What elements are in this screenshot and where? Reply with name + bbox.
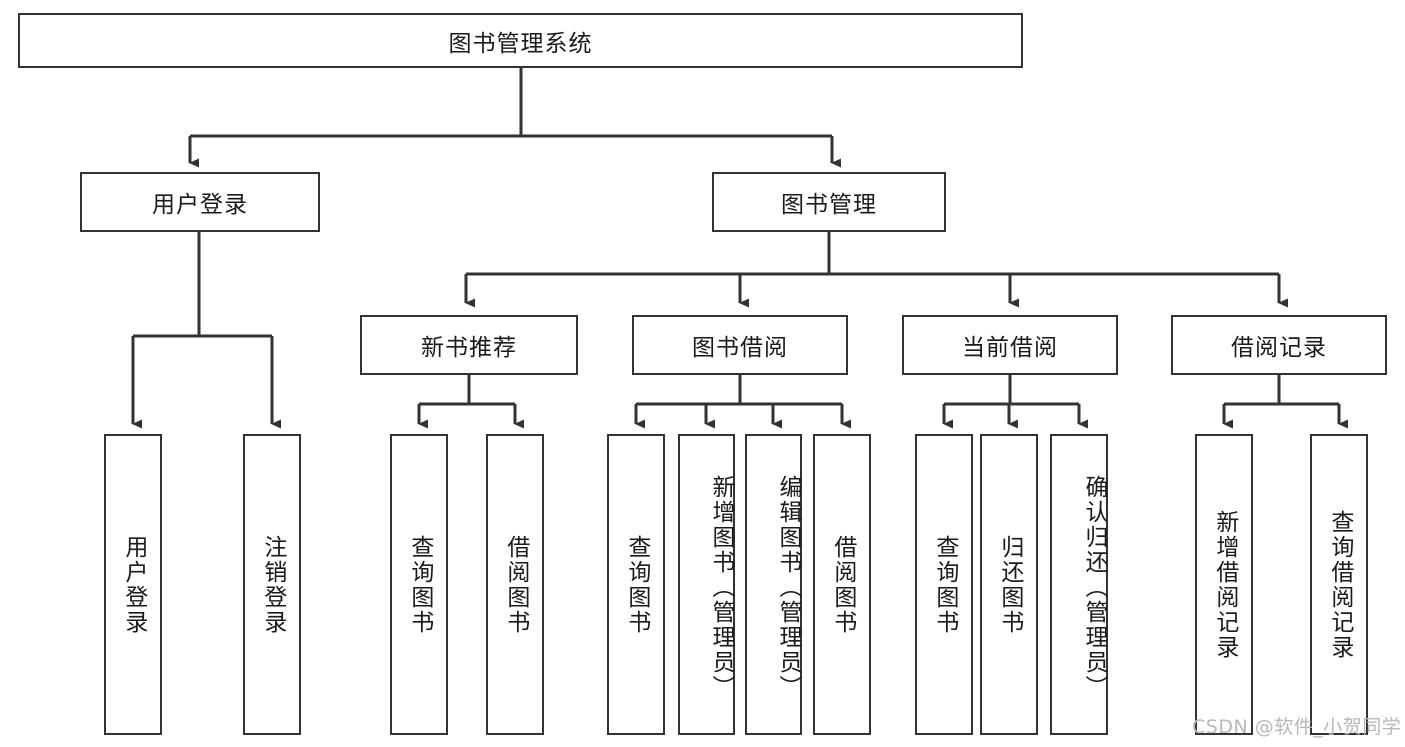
node-new-book-rec-label: 新书推荐 — [421, 335, 517, 361]
leaf-query-book-1-label: 查询图书 — [406, 534, 433, 635]
leaf-query-record-label: 查询借阅记录 — [1326, 509, 1353, 660]
leaf-return-book[interactable]: 归还图书 — [980, 434, 1038, 735]
leaf-add-record-label: 新增借阅记录 — [1211, 509, 1238, 660]
leaf-borrow-book-1[interactable]: 借阅图书 — [486, 434, 544, 735]
node-root-label: 图书管理系统 — [448, 30, 593, 57]
node-book-borrow-label: 图书借阅 — [692, 335, 788, 361]
leaf-edit-book[interactable]: 编辑图书（管理员） — [745, 434, 802, 735]
leaf-add-book[interactable]: 新增图书（管理员） — [678, 434, 735, 735]
node-user-login-label: 用户登录 — [152, 192, 248, 218]
leaf-edit-book-label: 编辑图书（管理员） — [775, 475, 801, 700]
node-book-manage[interactable]: 图书管理 — [712, 172, 946, 232]
leaf-confirm-return-label: 确认归还（管理员） — [1081, 475, 1107, 700]
leaf-confirm-return[interactable]: 确认归还（管理员） — [1050, 434, 1108, 735]
leaf-query-book-2-label: 查询图书 — [623, 534, 650, 635]
leaf-add-record[interactable]: 新增借阅记录 — [1195, 434, 1253, 735]
leaf-query-book-2[interactable]: 查询图书 — [607, 434, 665, 735]
node-borrow-record[interactable]: 借阅记录 — [1171, 315, 1387, 375]
node-current-borrow-label: 当前借阅 — [962, 335, 1058, 361]
leaf-query-book-3-label: 查询图书 — [931, 534, 958, 635]
leaf-return-book-label: 归还图书 — [996, 534, 1023, 635]
node-book-borrow[interactable]: 图书借阅 — [632, 315, 848, 375]
leaf-borrow-book-1-label: 借阅图书 — [502, 534, 529, 635]
leaf-add-book-label: 新增图书（管理员） — [708, 475, 734, 700]
leaf-borrow-book-2-label: 借阅图书 — [829, 534, 856, 635]
node-book-manage-label: 图书管理 — [781, 192, 877, 218]
node-new-book-rec[interactable]: 新书推荐 — [360, 315, 578, 375]
leaf-query-record[interactable]: 查询借阅记录 — [1310, 434, 1368, 735]
leaf-user-logout-label: 注销登录 — [259, 534, 286, 635]
leaf-query-book-1[interactable]: 查询图书 — [390, 434, 448, 735]
node-root[interactable]: 图书管理系统 — [18, 13, 1023, 68]
leaf-borrow-book-2[interactable]: 借阅图书 — [813, 434, 871, 735]
node-user-login[interactable]: 用户登录 — [80, 172, 320, 232]
leaf-query-book-3[interactable]: 查询图书 — [915, 434, 973, 735]
leaf-user-logout[interactable]: 注销登录 — [243, 434, 301, 735]
node-current-borrow[interactable]: 当前借阅 — [902, 315, 1118, 375]
csdn-watermark: CSDN @软件_小贺同学 — [1192, 716, 1402, 738]
node-borrow-record-label: 借阅记录 — [1231, 335, 1327, 361]
leaf-user-login-label: 用户登录 — [120, 534, 147, 635]
leaf-user-login[interactable]: 用户登录 — [104, 434, 162, 735]
